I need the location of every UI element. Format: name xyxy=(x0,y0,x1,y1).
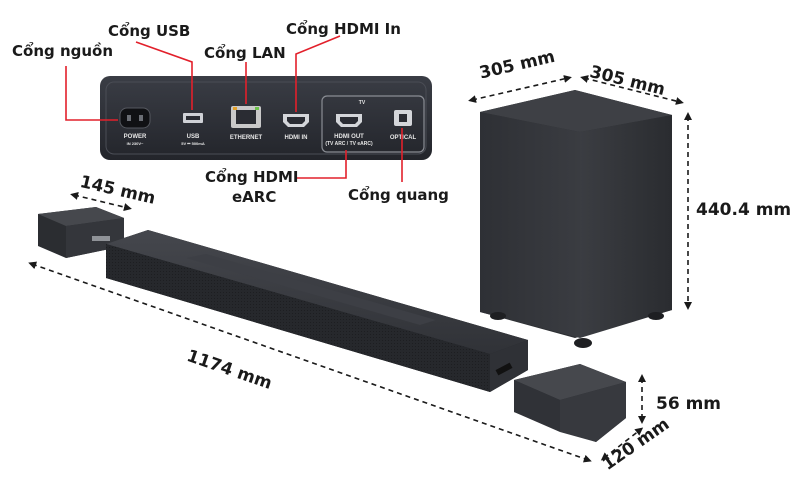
panel-hdmi-out-sub: (TV ARC / TV eARC) xyxy=(325,141,373,147)
connector-panel xyxy=(100,76,432,160)
callout-lines xyxy=(65,35,403,182)
label-hdmi-earc-line1: Cổng HDMI xyxy=(205,168,299,186)
label-usb-port: Cổng USB xyxy=(108,22,191,40)
panel-tv-text: TV xyxy=(359,100,366,106)
dim-sub-height: 440.4 mm xyxy=(696,200,792,220)
label-hdmi-in-port: Cổng HDMI In xyxy=(286,20,401,38)
panel-ethernet-text: ETHERNET xyxy=(230,135,263,141)
main-soundbar xyxy=(106,230,528,392)
label-power-port: Cổng nguồn xyxy=(12,42,114,60)
panel-optical-text: OPTICAL xyxy=(390,135,417,141)
panel-usb-text: USB xyxy=(187,134,200,140)
label-lan-port: Cổng LAN xyxy=(204,44,286,62)
dim-speaker-height: 56 mm xyxy=(656,394,722,414)
left-speaker-depth-line xyxy=(70,192,132,211)
right-detachable-speaker xyxy=(514,364,626,442)
subwoofer-dimension-lines xyxy=(468,74,692,310)
panel-hdmi-in-text: HDMI IN xyxy=(285,135,308,141)
panel-usb-rating: 5V ⎓ 500mA xyxy=(181,141,205,146)
panel-power-text: POWER xyxy=(124,134,147,140)
subwoofer xyxy=(480,90,672,348)
label-hdmi-earc-line2: eARC xyxy=(232,188,277,206)
label-optical-port: Cổng quang xyxy=(348,186,449,204)
panel-hdmi-out-text: HDMI OUT xyxy=(334,134,364,140)
right-speaker-width-line xyxy=(600,427,644,461)
panel-power-rating: IN 230V~ xyxy=(127,141,144,146)
